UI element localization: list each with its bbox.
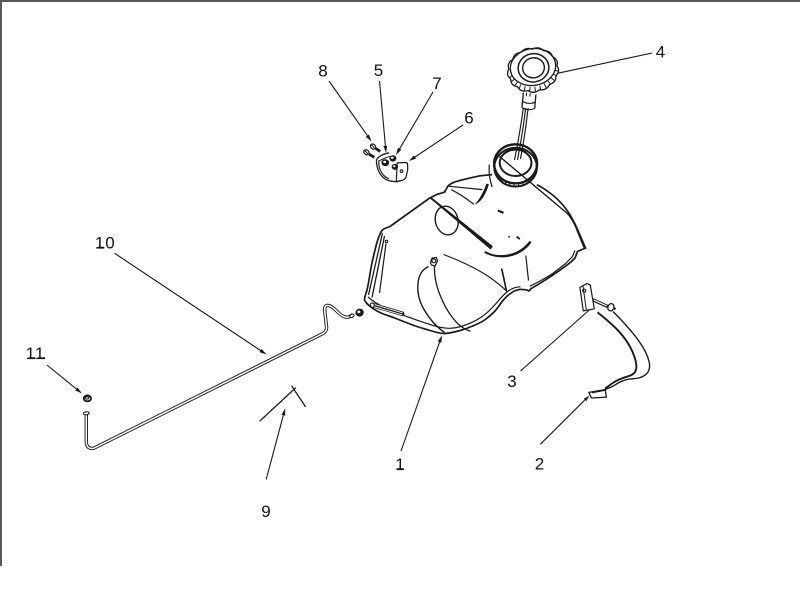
svg-text:2: 2	[535, 455, 544, 474]
svg-text:5: 5	[374, 61, 383, 80]
svg-text:10: 10	[95, 234, 116, 253]
svg-text:1: 1	[395, 455, 404, 474]
svg-text:4: 4	[656, 43, 665, 62]
svg-text:9: 9	[261, 502, 270, 521]
svg-text:6: 6	[464, 109, 473, 128]
svg-text:8: 8	[318, 62, 327, 81]
svg-text:3: 3	[507, 372, 516, 391]
svg-text:11: 11	[26, 344, 46, 363]
svg-text:7: 7	[432, 74, 441, 93]
